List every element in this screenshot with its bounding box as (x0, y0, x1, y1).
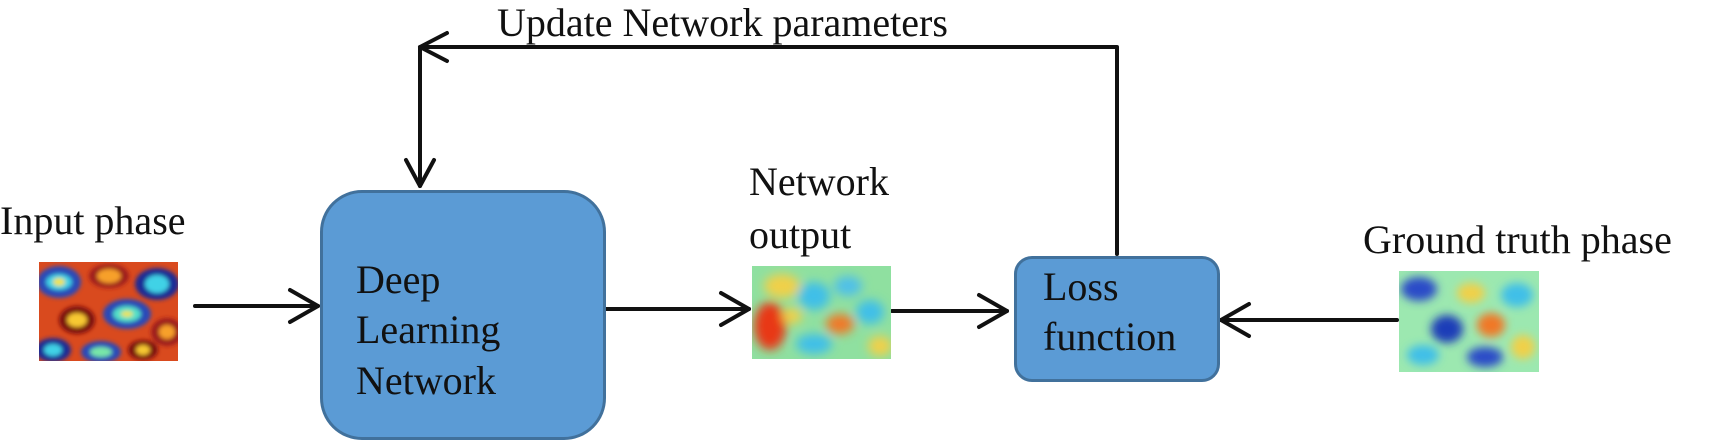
loss-function-box (1014, 256, 1220, 382)
deep-learning-network-box (320, 190, 606, 440)
feedback-arrow-head-down (404, 158, 436, 188)
input-phase-label: Input phase (0, 198, 186, 243)
feedback-arrow-line (418, 45, 1119, 256)
ground-truth-phase-label: Ground truth phase (1363, 217, 1672, 262)
ground-truth-arrow-head (1219, 302, 1251, 338)
loss-function-line1: Loss (1043, 264, 1119, 309)
input-phase-image (39, 262, 178, 361)
network-output-image (752, 266, 891, 359)
loss-function-line2: function (1043, 314, 1177, 359)
network-to-output-arrow-head (719, 291, 751, 327)
deep-learning-network-line1: Deep (356, 257, 441, 302)
network-output-label-line1: Network (749, 159, 889, 204)
output-to-loss-arrow-head (977, 293, 1009, 329)
feedback-arrow-head-left (418, 31, 449, 63)
network-output-label-line2: output (749, 212, 852, 257)
deep-learning-network-line3: Network (356, 358, 496, 403)
deep-learning-network-line2: Learning (356, 307, 501, 352)
ground-truth-phase-image (1399, 271, 1539, 372)
update-parameters-label: Update Network parameters (497, 0, 948, 45)
input-arrow-head (288, 288, 320, 324)
